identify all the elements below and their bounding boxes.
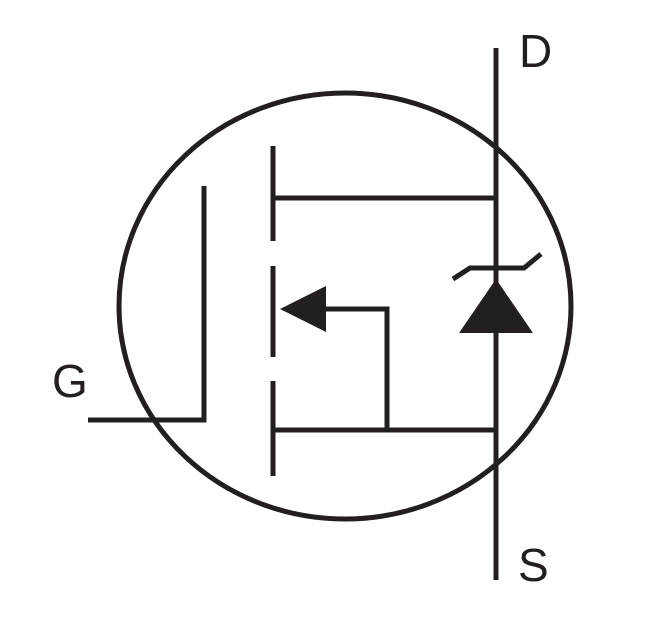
zener-diode-bar-icon [451,252,543,282]
body-arrow-icon [280,286,326,332]
source-label: S [518,539,549,591]
zener-diode-triangle-icon [459,279,533,333]
gate-lead [88,186,207,423]
gate-label: G [52,355,88,407]
drain-label: D [519,25,552,77]
package-outline-circle [116,90,574,522]
body-connection [320,306,390,430]
